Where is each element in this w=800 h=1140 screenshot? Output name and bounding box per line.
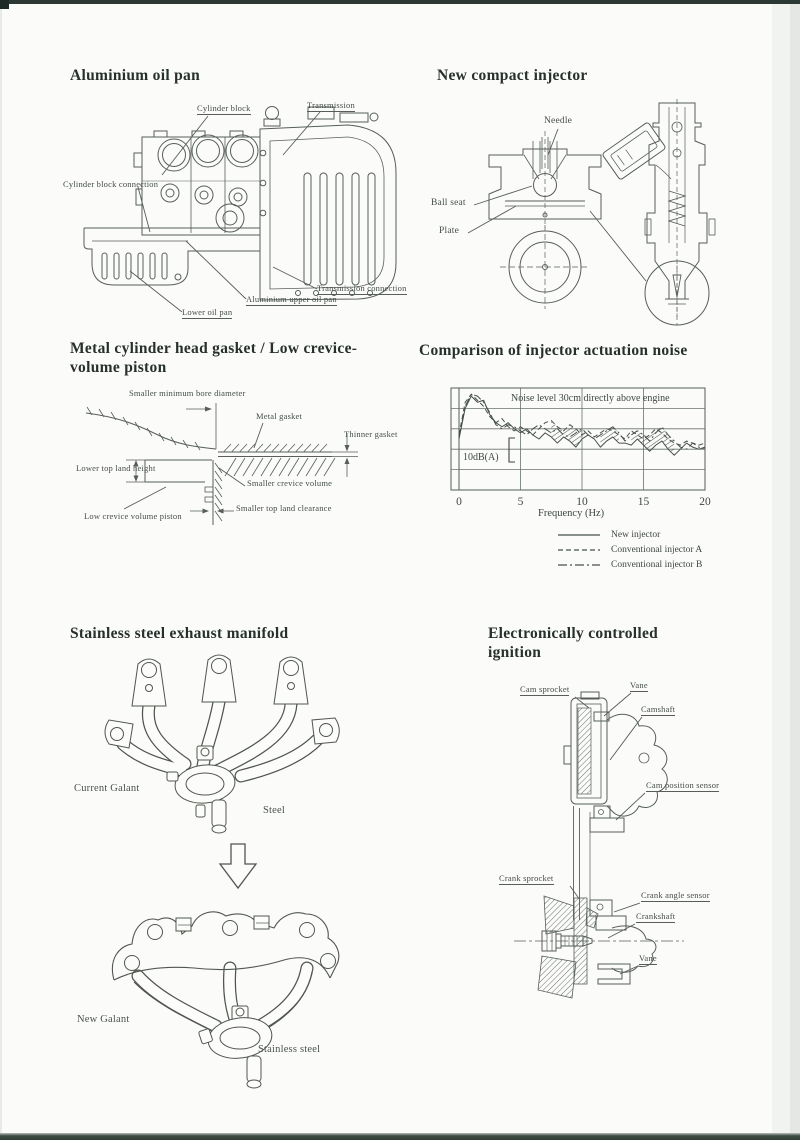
- ignition-title: Electronically controlled ignition: [488, 624, 658, 662]
- gasket-label-top-land-clearance: Smaller top land clearance: [236, 503, 332, 513]
- gasket-label-top-land-height: Lower top land height: [76, 463, 156, 473]
- ignition-title-line2: ignition: [488, 644, 542, 661]
- scan-edge-right-light: [772, 0, 790, 1140]
- photo-edge-corner: [0, 0, 9, 9]
- manifold-label-steel: Steel: [263, 805, 285, 816]
- gasket-title-line2: volume piston: [70, 359, 167, 376]
- gasket-label-low-crevice-piston: Low crevice volume piston: [84, 511, 182, 521]
- noise-annotation: Noise level 30cm directly above engine: [511, 393, 670, 404]
- noise-scale-label: 10dB(A): [463, 452, 499, 463]
- oil-pan-diagram: [83, 106, 397, 313]
- series-solid: [458, 395, 706, 456]
- injector-label-plate: Plate: [439, 226, 459, 236]
- change-arrow-icon: [218, 843, 258, 890]
- oil-pan-label-transmission-connection: Transmission connection: [317, 283, 407, 295]
- manifold-label-stainless-steel: Stainless steel: [258, 1044, 321, 1055]
- legend-item-conventional-b: Conventional injector B: [556, 557, 702, 572]
- injector-diagram: [467, 99, 716, 326]
- manifold-title: Stainless steel exhaust manifold: [70, 625, 289, 642]
- ignition-label-vane-top: Vane: [630, 680, 648, 692]
- oil-pan-label-cylinder-block-connection: Cylinder block connection: [63, 179, 159, 189]
- x-tick-label: 20: [699, 496, 711, 508]
- ignition-label-vane-bottom: Vane: [639, 953, 657, 965]
- injector-label-needle: Needle: [544, 116, 573, 126]
- gasket-title-line1: Metal cylinder head gasket / Low crevice…: [70, 340, 358, 357]
- ignition-title-line1: Electronically controlled: [488, 625, 659, 642]
- manifold-label-current-galant: Current Galant: [74, 783, 140, 794]
- dashdot-line-sample: [558, 563, 600, 566]
- x-tick-label: 15: [638, 496, 650, 508]
- legend-label: Conventional injector B: [611, 559, 703, 570]
- x-tick-label: 5: [518, 496, 524, 508]
- noise-chart: 0 5 10 15 20: [450, 387, 711, 508]
- noise-x-axis-label: Frequency (Hz): [538, 508, 605, 519]
- dashed-line-sample: [558, 548, 600, 551]
- photo-edge-top: [0, 0, 800, 4]
- gasket-label-thinner-gasket: Thinner gasket: [344, 429, 398, 439]
- oil-pan-label-upper-oil-pan: Aluminium upper oil pan: [246, 294, 337, 306]
- legend-label: Conventional injector A: [611, 544, 703, 555]
- ignition-diagram: [514, 691, 684, 999]
- legend-label: New injector: [611, 529, 661, 540]
- legend-item-conventional-a: Conventional injector A: [556, 542, 702, 557]
- gasket-label-crevice-volume: Smaller crevice volume: [247, 478, 333, 488]
- oil-pan-label-lower-oil-pan: Lower oil pan: [182, 307, 233, 319]
- scale-bracket: [508, 437, 515, 463]
- oil-pan-title: Aluminium oil pan: [70, 67, 201, 84]
- plot-frame: [450, 387, 706, 491]
- oil-pan-label-transmission: Transmission: [307, 100, 355, 112]
- x-tick-label: 0: [456, 496, 462, 508]
- x-tick-label: 10: [576, 496, 588, 508]
- oil-pan-label-cylinder-block: Cylinder block: [197, 103, 251, 115]
- solid-line-sample: [558, 533, 600, 536]
- gasket-diagram: [85, 403, 358, 525]
- ignition-label-crank-sprocket: Crank sprocket: [499, 873, 554, 885]
- gasket-label-metal-gasket: Metal gasket: [256, 411, 303, 421]
- noise-title: Comparison of injector actuation noise: [419, 342, 688, 359]
- scan-edge-left: [0, 0, 2, 1140]
- legend-item-new-injector: New injector: [556, 527, 702, 542]
- manifold-new-diagram: [112, 911, 340, 1089]
- injector-title: New compact injector: [437, 67, 588, 84]
- gasket-label-bore-diameter: Smaller minimum bore diameter: [129, 388, 246, 398]
- gasket-title: Metal cylinder head gasket / Low crevice…: [70, 339, 357, 377]
- hatched-difference-region: [551, 420, 582, 448]
- manifold-current-diagram: [104, 654, 340, 834]
- ignition-label-camshaft: Camshaft: [641, 704, 676, 716]
- noise-legend: New injector Conventional injector A Con…: [556, 527, 702, 572]
- photo-edge-bottom: [0, 1133, 800, 1140]
- ignition-label-cam-sprocket: Cam sprocket: [520, 684, 570, 696]
- injector-label-ball-seat: Ball seat: [431, 198, 466, 208]
- scan-edge-right: [790, 0, 800, 1140]
- series-dashed: [458, 393, 706, 446]
- ignition-label-cam-position-sensor: Cam position sensor: [646, 780, 720, 792]
- manifold-label-new-galant: New Galant: [77, 1014, 130, 1025]
- ignition-label-crank-angle-sensor: Crank angle sensor: [641, 890, 710, 902]
- ignition-label-crankshaft: Crankshaft: [636, 911, 676, 923]
